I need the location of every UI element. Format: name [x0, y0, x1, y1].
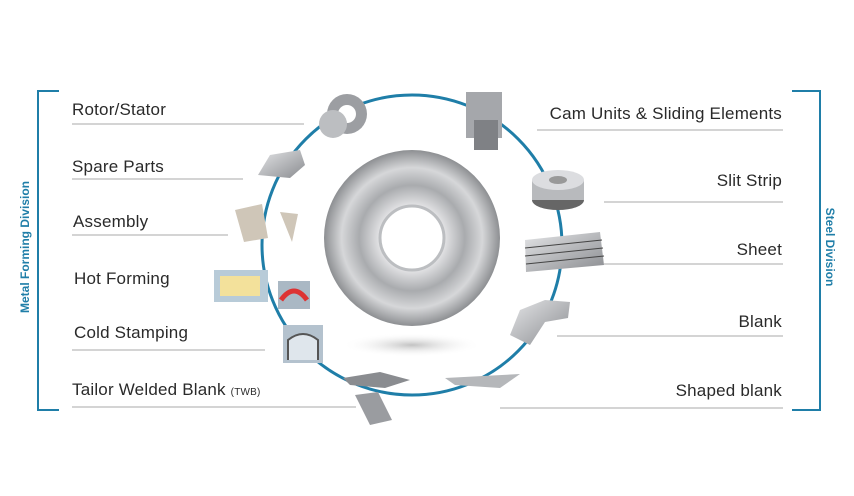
underline	[72, 234, 228, 236]
label-spare-parts: Spare Parts	[72, 157, 164, 176]
label-shaped-blank: Shaped blank	[675, 381, 782, 400]
label-blank: Blank	[738, 312, 782, 331]
tailor-welded-blank-image	[343, 372, 410, 425]
underline	[557, 335, 783, 337]
metal-forming-division-title: Metal Forming Division	[18, 181, 32, 314]
underline	[72, 406, 356, 408]
underline	[537, 129, 783, 131]
label-rotor-stator: Rotor/Stator	[72, 100, 167, 119]
label-tailor-welded-blank: Tailor Welded Blank (TWB)	[72, 380, 261, 400]
underline	[500, 407, 783, 409]
underline	[72, 123, 304, 125]
label-sheet: Sheet	[736, 240, 782, 259]
shaped-blank-image	[445, 374, 520, 388]
underline	[72, 349, 265, 351]
label-cold-stamping: Cold Stamping	[74, 323, 189, 342]
hot-forming-image	[214, 270, 310, 309]
rotor-stator-image	[319, 94, 367, 138]
steel-division-title: Steel Division	[823, 207, 837, 287]
blank-image	[510, 300, 570, 345]
label-hot-forming: Hot Forming	[74, 269, 170, 288]
steel-coil-image	[324, 150, 500, 326]
tailor-welded-blank-text: Tailor Welded Blank	[72, 380, 226, 399]
metal-forming-bracket	[37, 90, 59, 411]
cam-units-image	[466, 92, 502, 150]
label-assembly: Assembly	[73, 212, 149, 231]
twb-abbreviation: (TWB)	[230, 387, 261, 398]
steel-division-bracket	[792, 90, 821, 411]
label-cam-units: Cam Units & Sliding Elements	[549, 104, 782, 123]
spare-parts-image	[258, 150, 305, 178]
underline	[72, 178, 243, 180]
underline	[604, 263, 783, 265]
coil-shadow	[342, 333, 482, 357]
slit-strip-image	[532, 170, 584, 210]
label-slit-strip: Slit Strip	[716, 171, 782, 190]
underline	[604, 201, 783, 203]
sheet-image	[524, 232, 605, 272]
assembly-image	[235, 204, 298, 242]
cold-stamping-image	[283, 325, 323, 363]
